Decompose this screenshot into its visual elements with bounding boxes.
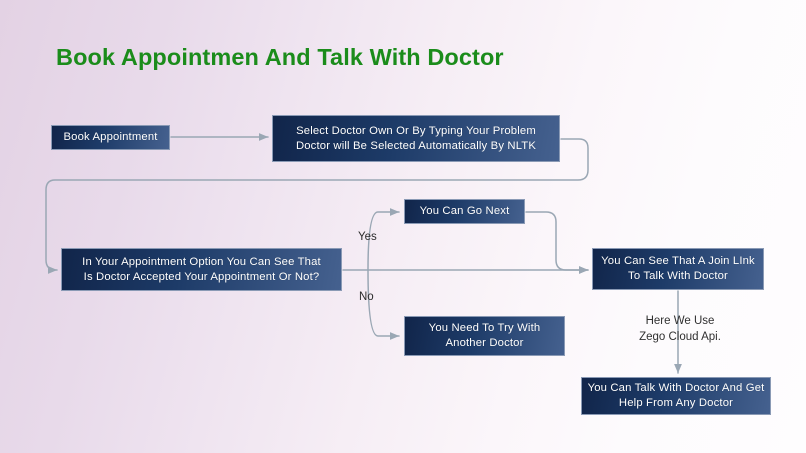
node-join-link[interactable]: You Can See That A Join LInk To Talk Wit… [592, 248, 764, 290]
node-book-appointment[interactable]: Book Appointment [51, 125, 170, 150]
node-appointment-decision[interactable]: In Your Appointment Option You Can See T… [61, 248, 342, 291]
node-select-doctor[interactable]: Select Doctor Own Or By Typing Your Prob… [272, 115, 560, 162]
node-go-next[interactable]: You Can Go Next [404, 199, 525, 224]
edge-select-to-decision [45, 138, 589, 274]
note-zego-cloud-api: Here We Use Zego Cloud Api. [639, 315, 721, 343]
edge-label-no: No [359, 291, 374, 303]
edge-label-yes: Yes [358, 231, 377, 243]
edge-no-to-tryanother [367, 269, 400, 340]
edge-yes-to-gonext [367, 208, 400, 271]
page-title: Book Appointmen And Talk With Doctor [56, 44, 504, 70]
node-try-another-doctor[interactable]: You Need To Try With Another Doctor [404, 316, 565, 356]
edge-gonext-to-joinlink [525, 211, 589, 274]
node-talk-with-doctor[interactable]: You Can Talk With Doctor And Get Help Fr… [581, 377, 771, 415]
